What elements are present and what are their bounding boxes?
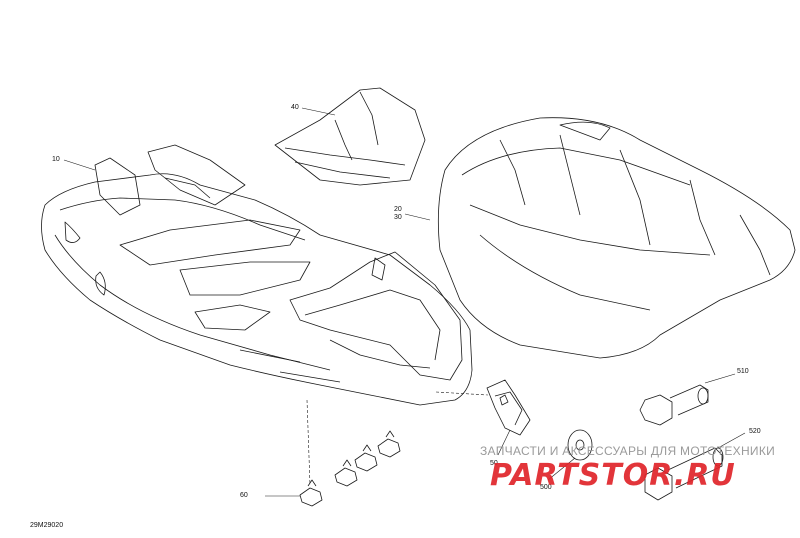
callout-60: 60	[240, 492, 248, 499]
callout-510: 510	[737, 368, 749, 375]
callout-40: 40	[291, 104, 299, 111]
bolt-part	[639, 384, 709, 426]
callout-520: 520	[749, 428, 761, 435]
callout-500: 500	[540, 484, 552, 491]
callout-30: 30	[394, 214, 402, 221]
clip-parts	[299, 430, 401, 507]
bracket-part	[486, 379, 531, 436]
drawing-code: 29M29020	[30, 522, 64, 529]
watermark-text: ЗАПЧАСТИ И АКСЕССУАРЫ ДЛЯ МОТОТЕХНИКИ	[480, 444, 776, 458]
cover-part	[274, 87, 426, 186]
washer-part	[567, 429, 593, 461]
watermark-logo: PARTSTOR.RU	[490, 458, 736, 493]
callout-50: 50	[490, 460, 498, 467]
leader-lines	[63, 107, 746, 497]
seat-cushion-part	[437, 117, 796, 359]
seat-base-part	[41, 144, 473, 406]
callout-10: 10	[52, 156, 60, 163]
callout-20: 20	[394, 206, 402, 213]
